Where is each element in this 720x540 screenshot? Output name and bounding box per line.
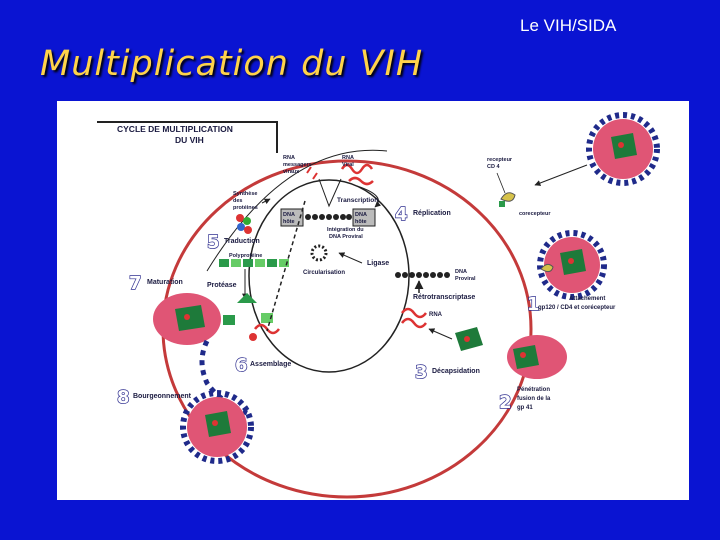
viral-rna-entering-2 xyxy=(401,317,427,329)
rna-viral-label-1: RNA xyxy=(342,155,354,161)
dna-host-label-1: DNA xyxy=(283,212,295,218)
rna-messagers-label-1: RNA xyxy=(283,155,295,161)
step-7-number: 7 xyxy=(129,273,142,294)
circularisation-label: Circularisation xyxy=(303,270,345,276)
slide-title: Multiplication du VIH xyxy=(40,44,424,84)
maturation-label: Maturation xyxy=(147,279,183,286)
fusing-virion xyxy=(507,335,567,379)
step-6-number: 6 xyxy=(235,355,248,376)
decapsidation-capsid xyxy=(455,327,483,351)
ligase-arrow xyxy=(338,252,363,264)
cell-nucleus xyxy=(248,179,410,373)
integration-label-2: DNA Proviral xyxy=(329,234,363,240)
retrotranscriptase-label: Rétrotranscriptase xyxy=(413,294,475,301)
penetration-label-1: Pénétration xyxy=(517,387,550,393)
budding-virion-maturation xyxy=(153,293,248,416)
cd4-receptor xyxy=(499,192,516,207)
attachement-label-1: Attachement xyxy=(569,296,605,302)
assemblage-label: Assemblage xyxy=(250,361,291,368)
synthese-label-3: protéines xyxy=(233,205,258,211)
ligase-label: Ligase xyxy=(367,260,389,267)
circular-dna xyxy=(310,244,328,262)
step-3-number: 3 xyxy=(415,362,428,383)
dashed-path-to-assembly xyxy=(266,200,306,332)
rna-release-arrow xyxy=(428,328,453,340)
decapsidation-label: Décapsidation xyxy=(432,368,480,375)
rna-label: RNA xyxy=(429,312,443,318)
step-5-number: 5 xyxy=(207,232,220,253)
transcription-label: Transcription xyxy=(337,197,378,204)
synthesis-arrow xyxy=(261,198,271,205)
rna-messagers-label-3: viraux xyxy=(283,169,300,175)
viral-rna-squiggle-2 xyxy=(348,176,374,186)
polyproteine-label: Polyprotéine xyxy=(229,253,262,259)
hiv-cycle-figure: CYCLE DE MULTIPLICATION DU VIH DNA hôte … xyxy=(57,101,689,500)
hiv-cycle-diagram: CYCLE DE MULTIPLICATION DU VIH DNA hôte … xyxy=(97,112,660,499)
protein-fragment-2 xyxy=(261,313,273,323)
recepteur-label-2: CD 4 xyxy=(487,164,500,170)
rna-messagers-label-2: messagers xyxy=(283,162,312,168)
penetration-label-2: fusion de la xyxy=(517,396,551,402)
released-virion-bottom xyxy=(180,390,254,464)
bourgeonnement-label: Bourgeonnement xyxy=(133,393,192,400)
proviral-dna-beads xyxy=(395,272,450,278)
heading-frame xyxy=(97,121,278,153)
dna-host-label-2: hôte xyxy=(283,219,295,225)
free-virion-top xyxy=(586,112,660,186)
dna-proviral-label-1: DNA xyxy=(455,269,467,275)
transcription-arrow xyxy=(356,185,382,208)
penetration-label-3: gp 41 xyxy=(517,405,533,411)
step-2-number: 2 xyxy=(499,392,512,413)
slide-header-label: Le VIH/SIDA xyxy=(520,16,617,35)
messenger-rna xyxy=(306,166,318,180)
ribosome-cluster xyxy=(236,214,252,234)
polyprotein-chain xyxy=(219,259,289,267)
synthese-label-2: des xyxy=(233,198,242,204)
host-dna-beads xyxy=(305,214,352,220)
recepteur-label-1: recepteur xyxy=(487,157,513,163)
protein-fragment-1 xyxy=(223,315,235,325)
dna-host-label-r1: DNA xyxy=(355,212,367,218)
step-1-number: 1 xyxy=(527,294,540,315)
corecepteur-label: corecepteur xyxy=(519,211,551,217)
attaching-virion xyxy=(537,230,607,300)
rna-viral-label-2: Viral xyxy=(342,162,354,168)
attachement-label-2: gp120 / CD4 et corécepteur xyxy=(538,305,616,311)
dna-host-box-left xyxy=(280,208,304,227)
protease-label: Protéase xyxy=(207,282,237,289)
diagram-heading-line2: DU VIH xyxy=(175,135,204,145)
inner-arc xyxy=(206,149,388,272)
step-4-number: 4 xyxy=(395,204,408,225)
traduction-label: Traduction xyxy=(224,238,260,245)
recepteur-pointer xyxy=(496,172,506,194)
integration-label-1: Intégration du xyxy=(327,227,364,233)
diagram-heading-line1: CYCLE DE MULTIPLICATION xyxy=(117,124,233,134)
protease-fragment xyxy=(237,293,257,303)
transcription-v xyxy=(318,178,342,208)
assembly-particle xyxy=(249,333,257,341)
replication-label: Réplication xyxy=(413,210,451,217)
dna-host-box-right xyxy=(352,208,376,227)
synthese-label-1: Synthèse xyxy=(233,191,257,197)
viral-rna-entering xyxy=(401,307,427,319)
viral-rna-squiggle xyxy=(340,163,374,175)
step-8-number: 8 xyxy=(117,387,130,408)
dna-proviral-label-2: Proviral xyxy=(455,276,476,282)
dna-host-label-r2: hôte xyxy=(355,219,367,225)
approach-arrow xyxy=(534,164,588,186)
